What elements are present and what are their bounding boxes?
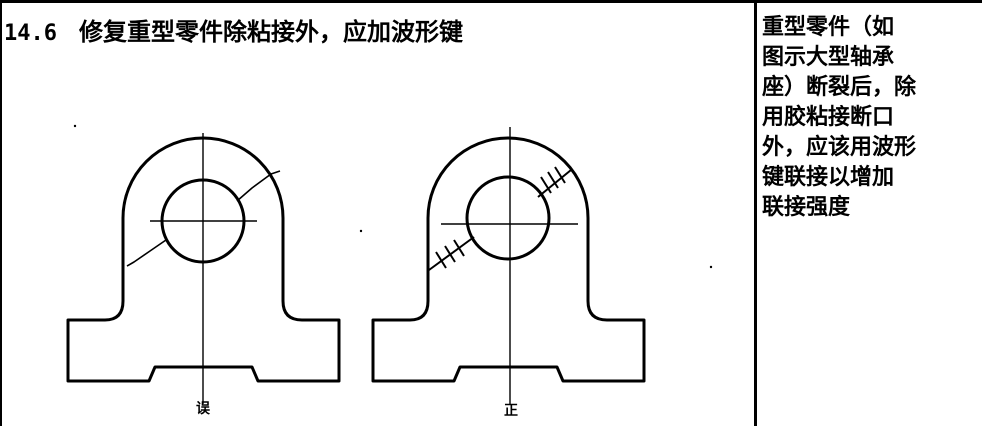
side-note-line: 座）断裂后，除 bbox=[762, 74, 917, 100]
side-note-line: 用胶粘接断口 bbox=[762, 104, 895, 130]
right-bore bbox=[465, 175, 551, 261]
section-heading: 14.6 修复重型零件除粘接外，应加波形键 bbox=[4, 12, 463, 47]
bearing-block-wrong bbox=[66, 133, 341, 404]
bearing-block-right bbox=[371, 127, 646, 404]
side-note-line: 重型零件（如 bbox=[762, 14, 895, 40]
wrong-outline bbox=[66, 136, 341, 383]
side-note-line: 联接强度 bbox=[762, 194, 851, 220]
wrong-centerlines bbox=[150, 133, 257, 404]
side-note-line: 图示大型轴承 bbox=[762, 44, 895, 70]
right-outline bbox=[371, 136, 646, 383]
column-divider bbox=[754, 0, 757, 426]
side-note: 重型零件（如 图示大型轴承 座）断裂后，除 用胶粘接断口 外，应该用波形 键联接… bbox=[762, 12, 978, 222]
label-right: 正 bbox=[504, 403, 518, 419]
left-border bbox=[0, 0, 2, 426]
top-border bbox=[0, 0, 982, 3]
side-note-line: 外，应该用波形 bbox=[762, 134, 917, 160]
print-specks bbox=[73, 124, 713, 269]
label-wrong: 误 bbox=[196, 401, 210, 417]
right-centerlines bbox=[441, 127, 578, 404]
section-title: 修复重型零件除粘接外，应加波形键 bbox=[78, 17, 463, 46]
wrong-fracture-lines bbox=[126, 170, 281, 267]
wave-key-upper bbox=[537, 166, 572, 198]
section-number: 14.6 bbox=[4, 21, 57, 46]
wave-key-lower bbox=[428, 236, 475, 271]
side-note-line: 键联接以增加 bbox=[762, 164, 895, 190]
